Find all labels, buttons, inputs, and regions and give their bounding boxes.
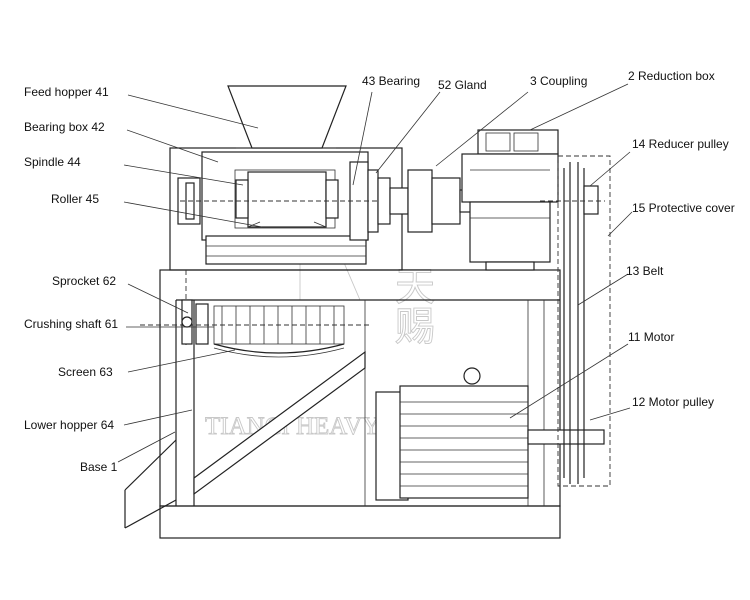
motor-icon	[375, 367, 605, 501]
label-roller: Roller 45	[51, 192, 99, 206]
roller-body	[247, 171, 327, 228]
reducer-icon	[461, 129, 559, 271]
leader-lines	[117, 83, 633, 463]
lower-hopper-chute	[124, 350, 366, 529]
label-screen: Screen 63	[58, 365, 113, 379]
pulley-icon	[540, 155, 611, 487]
label-feed-hopper: Feed hopper 41	[24, 85, 109, 99]
label-motor: 11 Motor	[628, 330, 674, 344]
sprocket-icon	[181, 299, 193, 345]
crushing-section	[140, 270, 370, 358]
label-bearing-box: Bearing box 42	[24, 120, 105, 134]
coupling-shape	[407, 169, 433, 233]
label-reducer-pulley: 14 Reducer pulley	[632, 137, 729, 151]
base-frame	[159, 269, 561, 539]
crushing-teeth	[213, 305, 345, 345]
labels: Feed hopper 41 Bearing box 42 Spindle 44…	[24, 69, 735, 474]
label-spindle: Spindle 44	[24, 155, 81, 169]
watermark-glyph-bottom: 赐	[395, 304, 435, 349]
protective-cover-shape	[557, 155, 611, 487]
main-housing	[169, 147, 403, 271]
feed-hopper-shape	[227, 85, 347, 149]
label-gland: 52 Gland	[438, 78, 487, 92]
label-belt: 13 Belt	[626, 264, 664, 278]
label-coupling: 3 Coupling	[530, 74, 587, 88]
label-reduction-box: 2 Reduction box	[628, 69, 715, 83]
watermark-glyph-top: 天	[395, 264, 435, 309]
label-lower-hopper: Lower hopper 64	[24, 418, 114, 432]
label-sprocket: Sprocket 62	[52, 274, 116, 288]
label-protective-cover: 15 Protective cover	[632, 201, 735, 215]
label-motor-pulley: 12 Motor pulley	[632, 395, 714, 409]
screen-shape	[213, 343, 345, 354]
label-crushing-shaft: Crushing shaft 61	[24, 317, 118, 331]
label-base: Base 1	[80, 460, 118, 474]
main-shaft	[180, 169, 600, 233]
label-bearing: 43 Bearing	[362, 74, 420, 88]
reduction-box-top	[477, 129, 559, 155]
